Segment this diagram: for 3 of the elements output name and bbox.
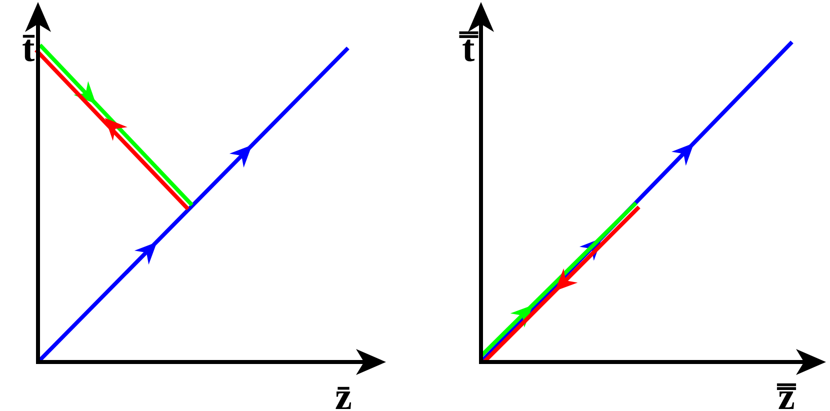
horizontal-axis-label: z̿ — [778, 378, 795, 411]
vertical-axis-label: t̄ — [22, 30, 35, 68]
horizontal-axis-label: z̄ — [335, 378, 352, 411]
